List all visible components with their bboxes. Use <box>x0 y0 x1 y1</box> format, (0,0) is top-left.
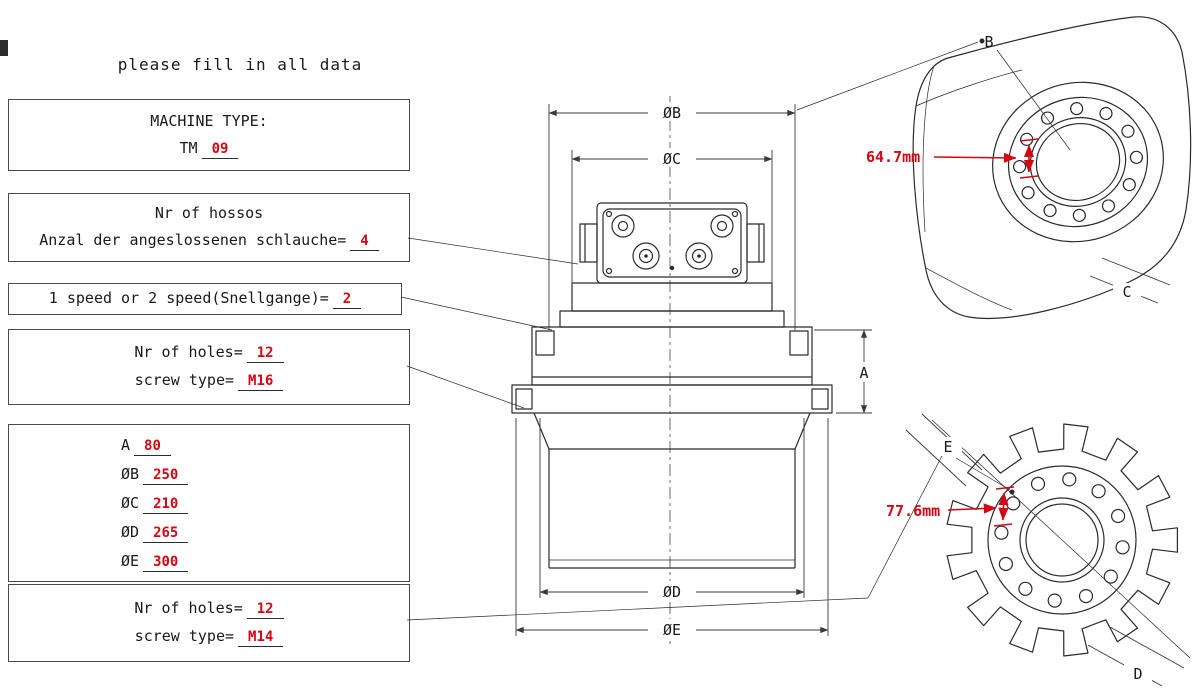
iso-bolt-holes <box>1012 102 1144 222</box>
speed-value: 2 <box>332 291 362 309</box>
dim-label-b: ØB <box>663 104 681 122</box>
motor-housing <box>511 282 833 569</box>
dim-label-e: ØE <box>663 621 681 639</box>
dimension-value: 300 <box>143 553 189 572</box>
hose-count-label: Anzal der angeslossenen schlauche= <box>39 231 347 249</box>
measure-top-text: 64.7mm <box>866 148 920 166</box>
sprocket-screw-value: M14 <box>238 629 284 647</box>
sprocket-teeth <box>946 423 1178 657</box>
hose-count-value: 4 <box>350 233 379 251</box>
hose-count-box: Nr of hossos Anzal der angeslossenen sch… <box>8 193 410 262</box>
instruction-note: please fill in all data <box>117 55 363 74</box>
sprocket-bolt-holes <box>994 472 1130 608</box>
dim-label-a: A <box>859 364 868 382</box>
dimension-label: ØD <box>121 522 140 541</box>
sprocket-view: E D 77.6mm <box>886 413 1191 687</box>
sprocket-measurement: 77.6mm <box>886 486 1015 527</box>
dimension-label: ØE <box>121 551 140 570</box>
motor-holes-value: 12 <box>246 345 284 363</box>
sprocket-holes-value: 12 <box>246 601 284 619</box>
dimension-label: A <box>121 435 131 454</box>
dim-label-d: ØD <box>663 583 681 601</box>
iso-view: B C 64.7mm <box>866 16 1192 320</box>
iso-measurement: 64.7mm <box>866 138 1039 179</box>
motor-holes-label: Nr of holes= <box>134 343 243 361</box>
machine-type-title: MACHINE TYPE: <box>150 111 268 130</box>
sprocket-holes-box: Nr of holes=12 screw type=M14 <box>8 584 410 662</box>
motor-holes-box: Nr of holes=12 screw type=M16 <box>8 329 410 405</box>
scan-artifact <box>0 40 8 56</box>
iso-label-b: B <box>984 33 993 51</box>
dimension-value: 265 <box>143 524 189 543</box>
front-view-dimensions: ØB ØC A ØD ØE <box>515 102 875 639</box>
dim-label-c: ØC <box>663 150 681 168</box>
dimension-value: 250 <box>143 466 189 485</box>
sprocket-screw-label: screw type= <box>134 627 235 645</box>
dimension-label: ØC <box>121 493 140 512</box>
speed-label: 1 speed or 2 speed(Snellgange)= <box>48 289 329 307</box>
sprocket-label-e: E <box>943 438 952 456</box>
connector-lines <box>400 38 1071 621</box>
dimension-value: 210 <box>143 495 189 514</box>
motor-screw-value: M16 <box>238 373 284 391</box>
motor-screw-label: screw type= <box>134 371 235 389</box>
speed-box: 1 speed or 2 speed(Snellgange)=2 <box>8 283 402 315</box>
machine-type-prefix: TM <box>179 138 198 157</box>
machine-type-value: 09 <box>201 140 239 159</box>
sprocket-label-d: D <box>1133 665 1142 683</box>
hose-count-line1: Nr of hossos <box>154 204 264 222</box>
sprocket-holes-label: Nr of holes= <box>134 599 243 617</box>
front-view: ØB ØC A ØD ØE <box>511 96 875 648</box>
dimension-value: 80 <box>134 437 171 456</box>
dimension-label: ØB <box>121 464 140 483</box>
valve-block <box>579 202 765 284</box>
iso-label-c: C <box>1122 283 1131 301</box>
measure-bottom-text: 77.6mm <box>886 502 940 520</box>
